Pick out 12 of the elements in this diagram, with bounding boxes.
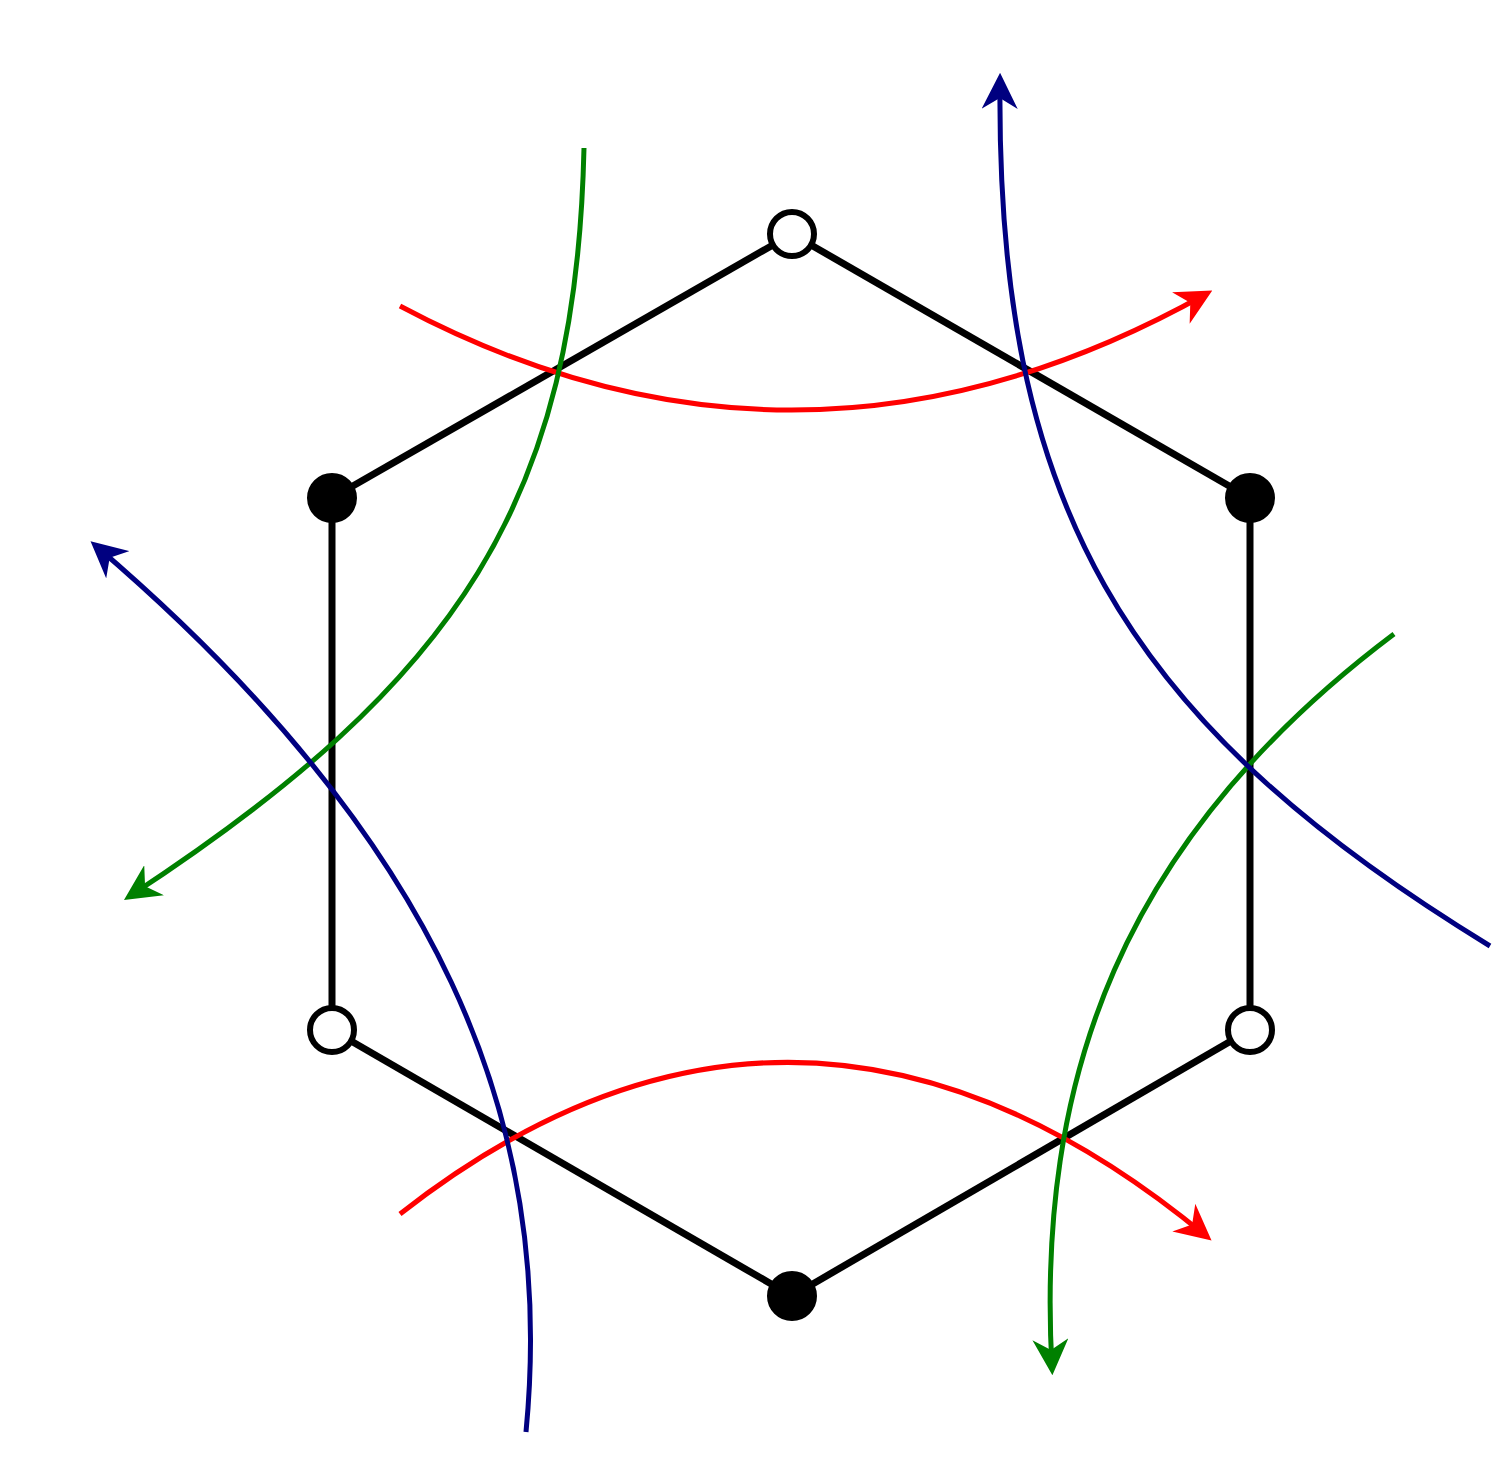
hexagon-side xyxy=(349,1038,775,1288)
hexagon-side xyxy=(1246,520,1254,1008)
hexagon-side xyxy=(328,520,336,1008)
hexagon-side xyxy=(349,241,775,491)
filled-vertex-dot xyxy=(767,1271,817,1321)
open-vertex-circle xyxy=(1225,1005,1275,1055)
hexagon-side xyxy=(809,1038,1233,1288)
open-vertex-circle xyxy=(767,209,817,259)
filled-vertex-dot xyxy=(307,473,357,523)
filled-vertex-dot xyxy=(1225,473,1275,523)
open-vertex-circle xyxy=(307,1005,357,1055)
hexagon-side xyxy=(809,241,1233,491)
